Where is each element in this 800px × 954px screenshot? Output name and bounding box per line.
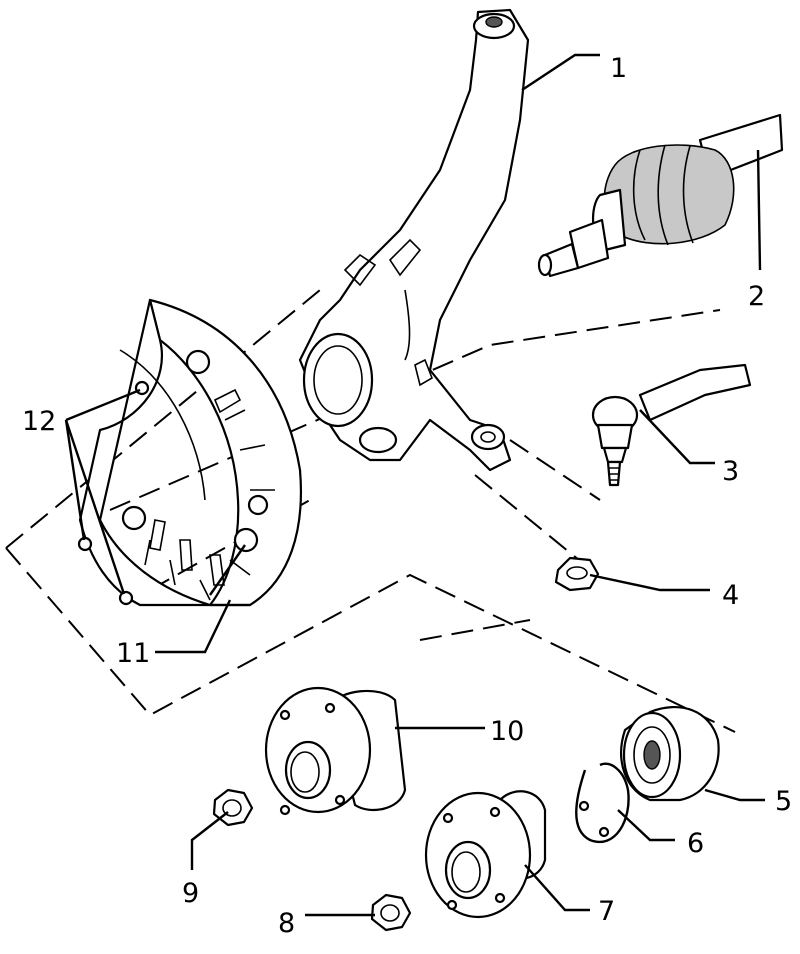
callout-1: 1	[610, 53, 627, 84]
hub-nut-lower	[370, 893, 412, 932]
drive-shaft	[537, 113, 784, 278]
shield-bolts	[77, 380, 150, 606]
leader-lines	[64, 53, 765, 917]
wheel-bearing	[620, 705, 720, 802]
tie-rod-nut	[554, 556, 600, 592]
callout-4: 4	[722, 580, 739, 611]
callout-11: 11	[116, 638, 150, 669]
callout-7: 7	[598, 896, 615, 927]
callout-6: 6	[687, 828, 704, 859]
wheel-hub	[264, 686, 407, 816]
callout-numbers: 1 2 3 4 5 6 7 8 9 10 11 12	[22, 53, 792, 939]
callout-9: 9	[182, 878, 199, 909]
callout-5: 5	[775, 786, 792, 817]
wheel-hub-flange	[424, 790, 547, 919]
callout-8: 8	[278, 908, 295, 939]
callout-3: 3	[722, 456, 739, 487]
callout-2: 2	[748, 281, 765, 312]
circlip	[575, 762, 630, 844]
steering-knuckle	[298, 8, 530, 472]
brake-shield	[78, 298, 302, 607]
callout-12: 12	[22, 406, 56, 437]
callout-10: 10	[490, 716, 524, 747]
